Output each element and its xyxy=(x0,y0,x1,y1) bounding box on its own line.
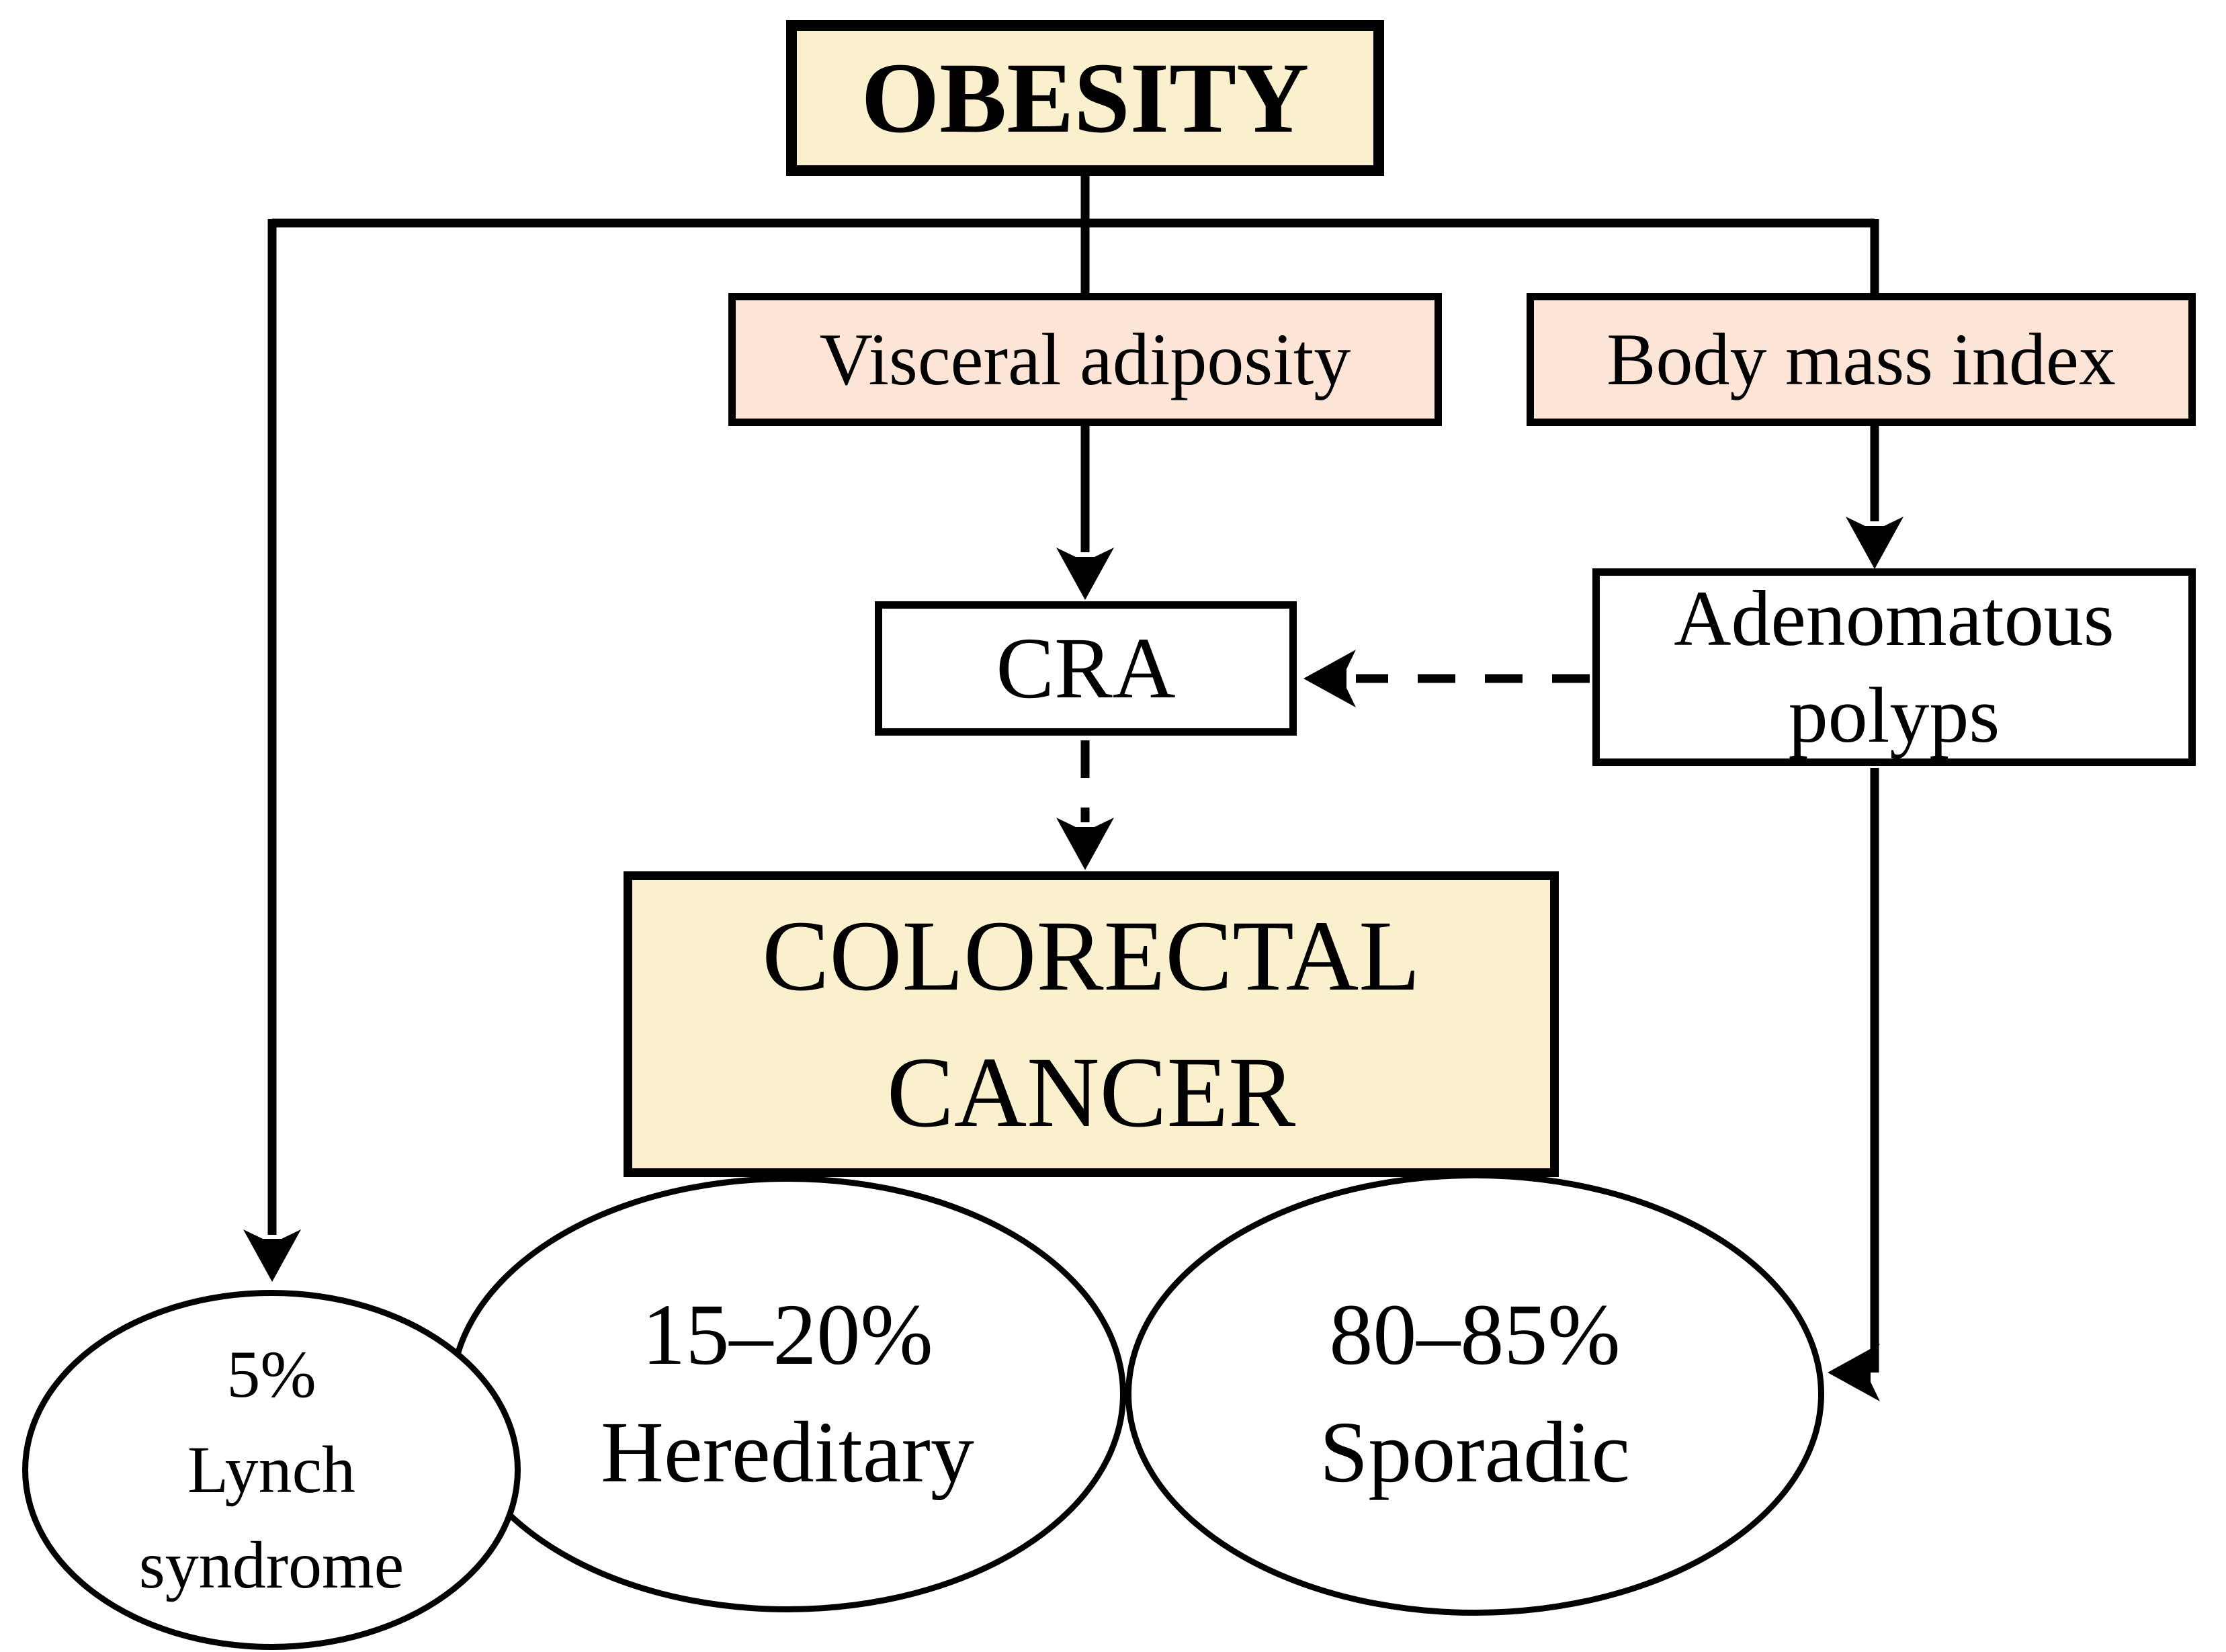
obesity-box: OBESITY xyxy=(786,20,1384,176)
arrowhead-adenomatous-to-sporadic xyxy=(1828,1344,1880,1401)
hereditary-ellipse: 15–20% Hereditary xyxy=(449,1176,1126,1612)
obesity-label: OBESITY xyxy=(861,42,1310,154)
lynch-percent: 5% xyxy=(226,1337,316,1411)
hereditary-percent: 15–20% xyxy=(642,1286,933,1383)
adenomatous-line2: polyps xyxy=(1788,671,2000,759)
hereditary-label: Hereditary xyxy=(601,1404,974,1501)
sporadic-label: Sporadic xyxy=(1319,1404,1631,1501)
body-mass-index-label: Body mass index xyxy=(1607,318,2116,400)
adenomatous-line1: Adenomatous xyxy=(1674,574,2114,663)
arrowhead-adenomatous-to-cra xyxy=(1303,650,1356,707)
cra-box: CRA xyxy=(875,601,1297,736)
adenomatous-polyps-box: Adenomatous polyps xyxy=(1592,568,2196,766)
cra-label: CRA xyxy=(996,620,1176,717)
colorectal-cancer-box: COLORECTAL CANCER xyxy=(624,871,1559,1177)
lynch-label-2: syndrome xyxy=(138,1528,404,1602)
colorectal-line1: COLORECTAL xyxy=(762,900,1420,1012)
arrowhead-visceral-to-cra xyxy=(1056,548,1114,600)
body-mass-index-box: Body mass index xyxy=(1527,293,2196,426)
sporadic-percent: 80–85% xyxy=(1329,1286,1621,1383)
lynch-syndrome-ellipse: 5% Lynch syndrome xyxy=(22,1290,521,1650)
arrowhead-cra-to-colorectal xyxy=(1056,818,1114,870)
lynch-label-1: Lynch xyxy=(187,1432,355,1507)
visceral-adiposity-label: Visceral adiposity xyxy=(819,318,1351,400)
arrowhead-bmi-to-adenomatous xyxy=(1846,517,1903,569)
colorectal-line2: CANCER xyxy=(886,1036,1296,1148)
visceral-adiposity-box: Visceral adiposity xyxy=(728,293,1442,426)
arrowhead-to-lynch xyxy=(243,1229,301,1282)
